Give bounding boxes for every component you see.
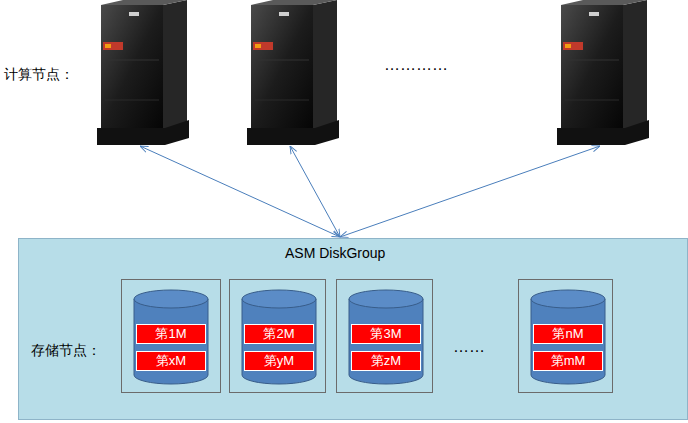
ellipsis: ……	[453, 338, 485, 356]
block-tag: 第zM	[351, 351, 421, 371]
storage-node: 第2M 第yM	[229, 279, 326, 393]
storage-node: 第1M 第xM	[121, 279, 221, 393]
block-tag: 第nM	[533, 324, 603, 344]
access-arrow	[340, 146, 600, 237]
server-icon	[557, 0, 649, 145]
block-tag: 第2M	[244, 324, 314, 344]
row-label: 存储节点：	[31, 342, 101, 360]
ellipsis: …………	[384, 56, 448, 74]
access-arrow	[140, 146, 340, 237]
disk-group: ASM DiskGroup存储节点：第1M第xM第2M第yM第3M第zM第nM第…	[18, 238, 688, 420]
block-tag: 第3M	[351, 324, 421, 344]
block-tag: 第xM	[136, 351, 206, 371]
group-title: ASM DiskGroup	[285, 245, 385, 261]
row-label: 计算节点：	[4, 66, 74, 84]
server-icon	[247, 0, 339, 145]
storage-node: 第3M 第zM	[336, 279, 433, 393]
server-icon	[97, 0, 189, 145]
access-arrows	[140, 146, 600, 237]
block-tag: 第mM	[533, 351, 603, 371]
storage-node: 第nM 第mM	[518, 279, 613, 393]
access-arrow	[290, 146, 340, 237]
block-tag: 第yM	[244, 351, 314, 371]
block-tag: 第1M	[136, 324, 206, 344]
